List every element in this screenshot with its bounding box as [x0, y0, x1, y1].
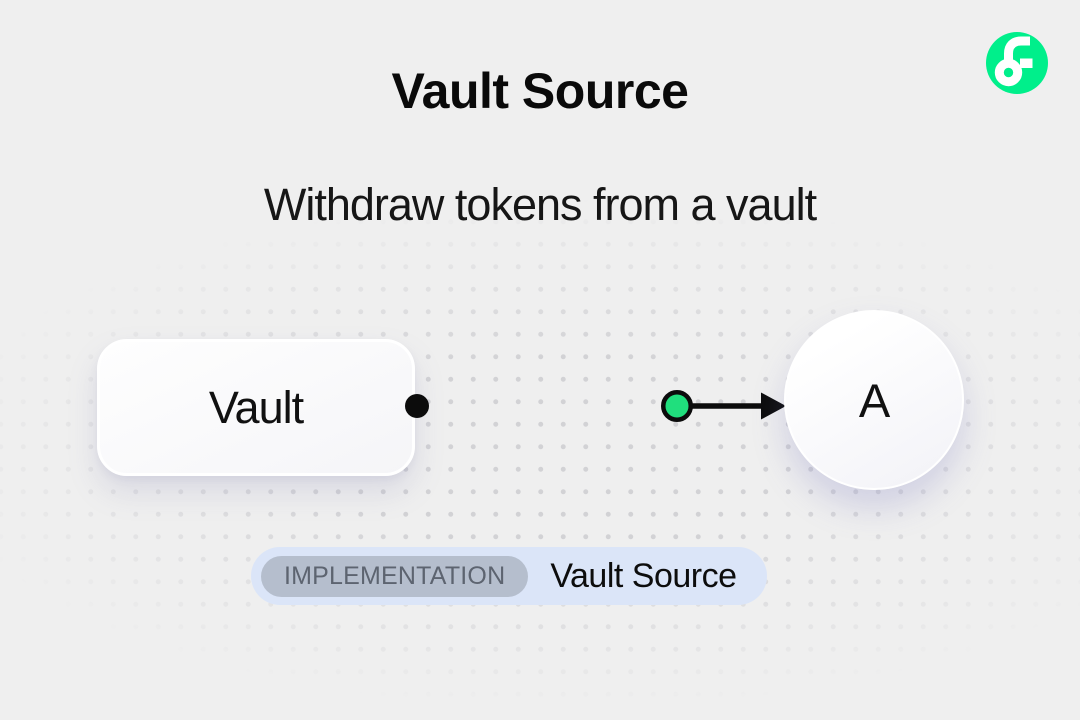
implementation-value: Vault Source [550, 556, 737, 595]
account-node-label: A [858, 373, 890, 427]
connector-start-dot [405, 394, 429, 418]
connector-arrow [405, 390, 786, 422]
implementation-badge: IMPLEMENTATION Vault Source [251, 547, 767, 605]
implementation-tag: IMPLEMENTATION [261, 555, 529, 597]
page-title: Vault Source [391, 63, 689, 119]
page-subtitle: Withdraw tokens from a vault [263, 179, 817, 230]
vault-node: Vault [97, 339, 415, 476]
arrowhead-icon [761, 392, 786, 420]
account-node: A [784, 310, 964, 490]
token-dot-icon [661, 390, 693, 422]
vault-node-label: Vault [208, 381, 304, 433]
flow-logo-icon [986, 32, 1048, 94]
